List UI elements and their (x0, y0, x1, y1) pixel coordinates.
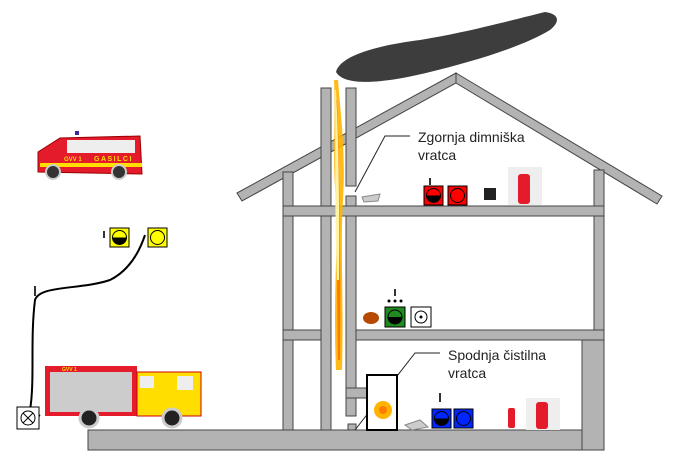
ground-floor-equipment (403, 393, 560, 431)
fire-hose (28, 234, 146, 417)
stove-with-fire (366, 374, 398, 431)
label-upper-line1: Zgornja dimniška (418, 129, 525, 145)
leader-line-upper (354, 135, 410, 193)
building-structure (87, 87, 605, 451)
truck-lettering: GVV 1 (62, 367, 77, 373)
label-lower-line2: vratca (448, 365, 487, 381)
middle-floor-equipment (363, 289, 432, 328)
label-upper-chimney-door: Zgornja dimniška vratca (418, 128, 525, 164)
yellow-valves (103, 227, 168, 248)
label-upper-line2: vratca (418, 147, 457, 163)
hydrant-valve (16, 406, 40, 430)
attic-equipment (361, 167, 542, 206)
label-lower-cleaning-door: Spodnja čistilna vratca (448, 346, 546, 382)
van-lettering: GASILCI (94, 156, 133, 163)
label-lower-line1: Spodnja čistilna (448, 347, 547, 363)
chimney-fire (334, 80, 344, 370)
fire-van: GASILCI GVV 1 (37, 131, 143, 180)
fire-truck: GVV 1 (45, 366, 202, 429)
van-plate: GVV 1 (64, 157, 82, 163)
smoke-cloud (336, 12, 557, 82)
